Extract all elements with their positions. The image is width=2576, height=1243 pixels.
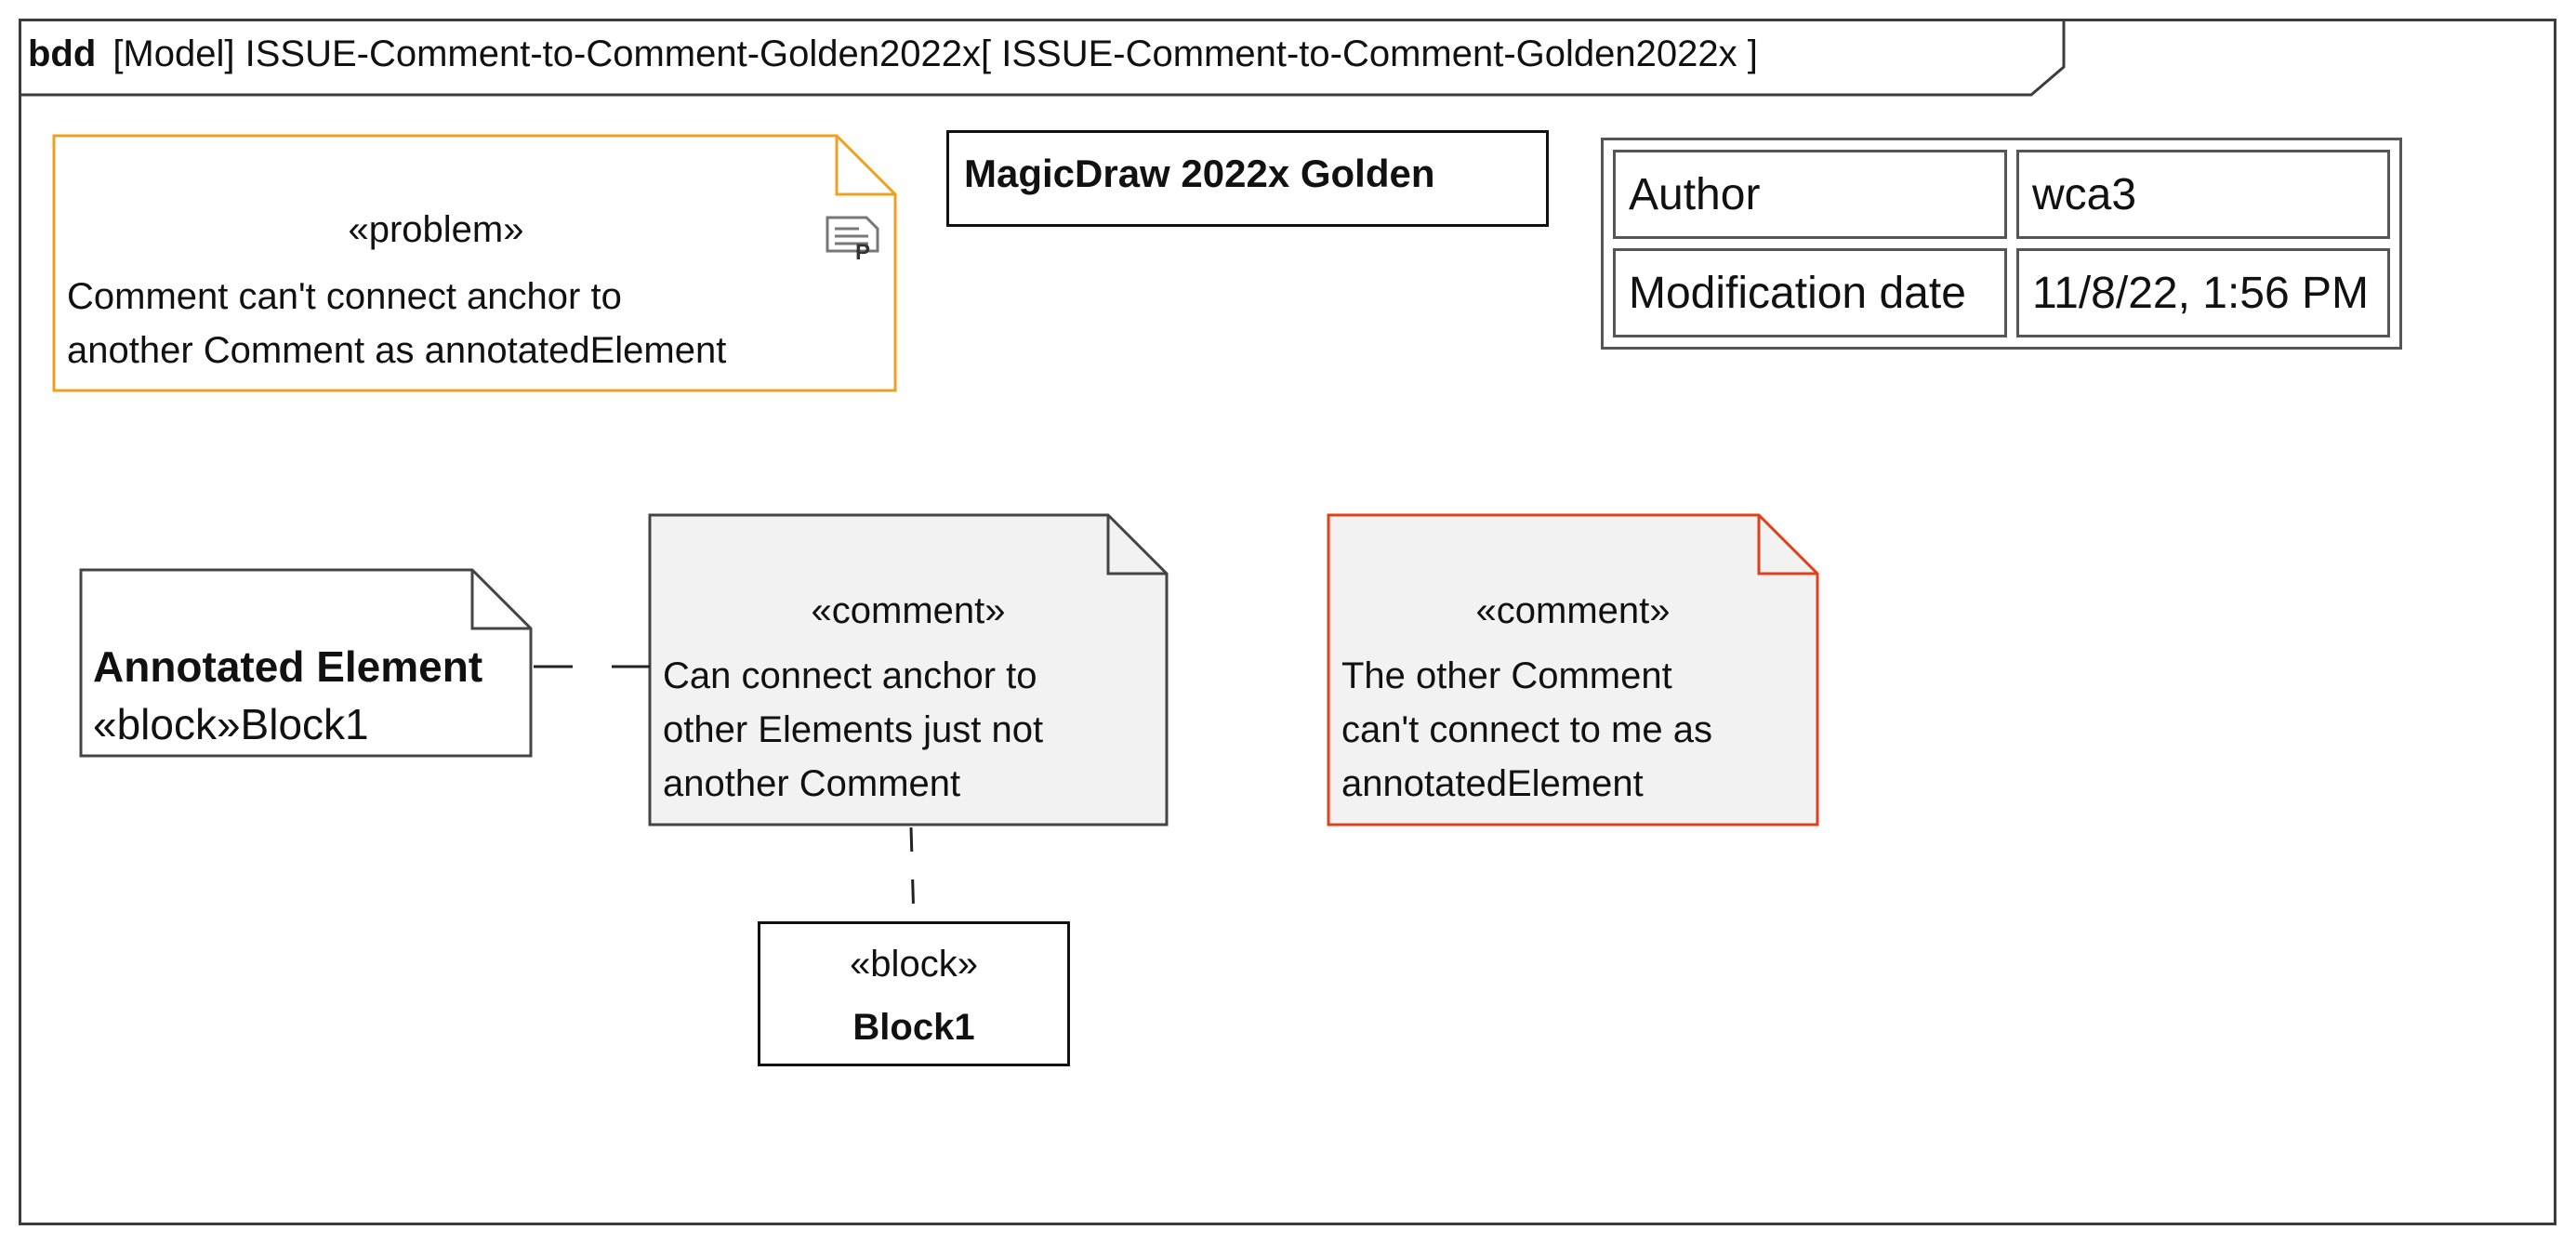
problem-stereotype: «problem» bbox=[348, 209, 524, 250]
comment-line-3: another Comment bbox=[663, 763, 961, 804]
diagram-title: bdd [Model] ISSUE-Comment-to-Comment-Gold… bbox=[28, 33, 1758, 75]
other-comment-line-1: The other Comment bbox=[1341, 655, 1672, 696]
other-comment-note-shape bbox=[1327, 513, 1819, 826]
problem-line-2: another Comment as annotatedElement bbox=[67, 330, 727, 371]
info-value-author: wca3 bbox=[2016, 150, 2390, 239]
comment-note-shape bbox=[648, 513, 1169, 826]
block1-box[interactable]: «block» Block1 bbox=[758, 921, 1070, 1066]
info-key-modification-date: Modification date bbox=[1613, 248, 2007, 337]
comment-stereotype: «comment» bbox=[811, 590, 1006, 631]
frame-tab-outline bbox=[20, 20, 2066, 97]
golden-label-box: MagicDraw 2022x Golden bbox=[946, 130, 1549, 227]
info-table: Author wca3 Modification date 11/8/22, 1… bbox=[1601, 138, 2402, 350]
problem-icon-letter: P bbox=[855, 240, 871, 265]
diagram-name: [Model] ISSUE-Comment-to-Comment-Golden2… bbox=[112, 33, 1758, 74]
other-comment-note-fold bbox=[1757, 515, 1817, 575]
annotated-note-fold bbox=[470, 570, 531, 630]
other-comment-line-3: annotatedElement bbox=[1341, 763, 1644, 804]
problem-icon bbox=[826, 216, 879, 253]
diagram-kind: bdd bbox=[28, 33, 97, 74]
other-comment-line-2: can't connect to me as bbox=[1341, 709, 1712, 750]
info-row: Modification date 11/8/22, 1:56 PM bbox=[1613, 248, 2390, 337]
annotated-element-title: Annotated Element bbox=[93, 642, 483, 691]
problem-line-1: Comment can't connect anchor to bbox=[67, 276, 622, 317]
annotated-element-subtitle: «block»Block1 bbox=[93, 700, 369, 748]
block-name: Block1 bbox=[852, 1007, 975, 1048]
comment-note-fold bbox=[1106, 515, 1167, 575]
annotated-note-shape bbox=[79, 568, 533, 758]
info-key-author: Author bbox=[1613, 150, 2007, 239]
other-comment-stereotype: «comment» bbox=[1475, 590, 1671, 631]
info-value-modification-date: 11/8/22, 1:56 PM bbox=[2016, 248, 2390, 337]
anchor-comment-to-block bbox=[909, 826, 916, 922]
comment-line-1: Can connect anchor to bbox=[663, 655, 1037, 696]
comment-line-2: other Elements just not bbox=[663, 709, 1044, 750]
golden-label: MagicDraw 2022x Golden bbox=[964, 152, 1435, 195]
problem-note-shape bbox=[52, 134, 897, 392]
info-row: Author wca3 bbox=[1613, 150, 2390, 239]
problem-note-fold bbox=[835, 136, 895, 196]
diagram-frame bbox=[19, 19, 2556, 1225]
block-stereotype: «block» bbox=[850, 944, 978, 985]
